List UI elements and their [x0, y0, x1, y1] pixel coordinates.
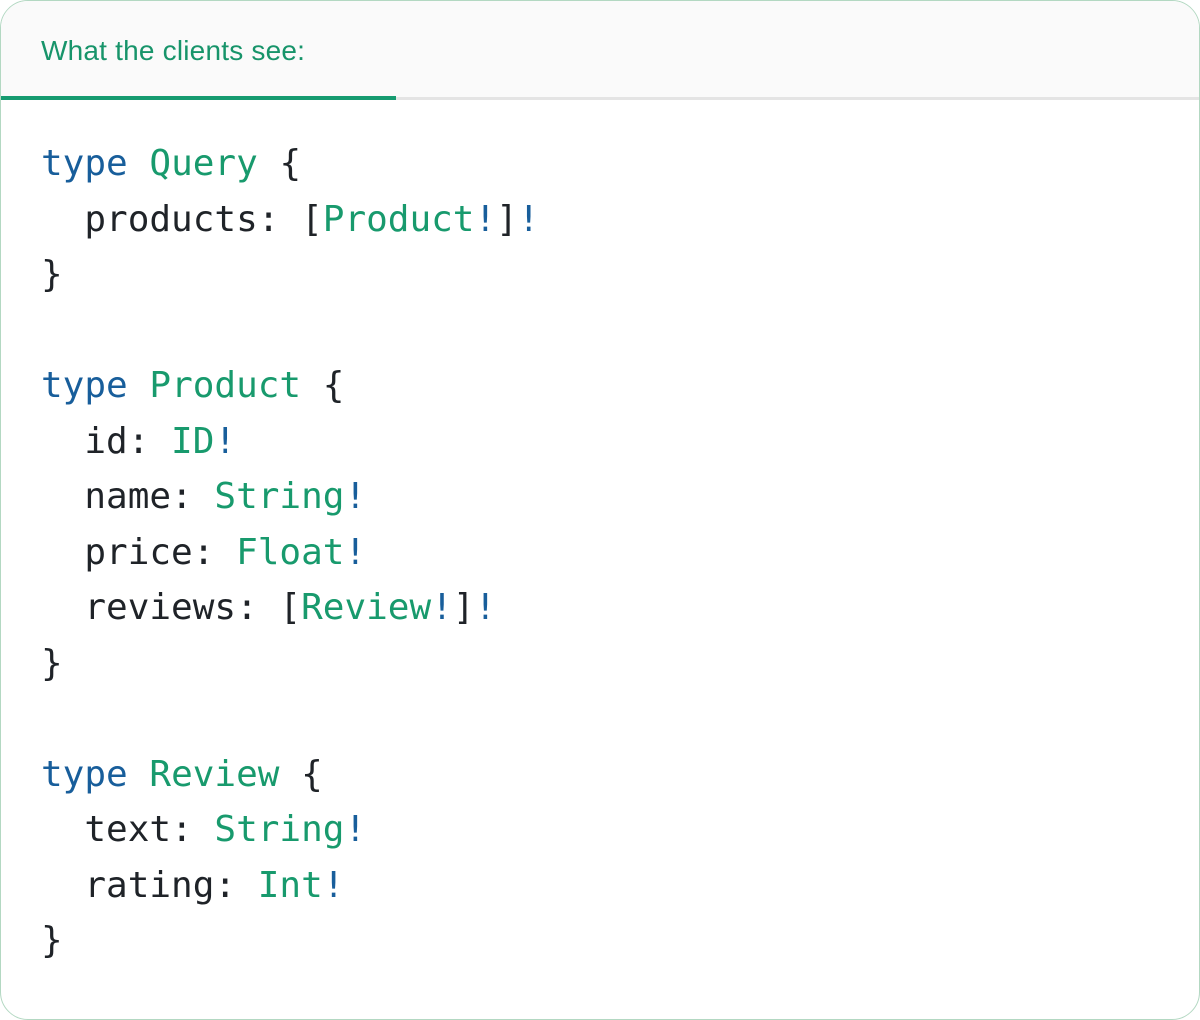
- code-token: name:: [41, 476, 215, 517]
- code-token: Float: [236, 531, 345, 573]
- code-token: price:: [41, 531, 237, 573]
- code-token: type: [41, 753, 128, 795]
- code-line: [41, 691, 1159, 747]
- code-token: !: [474, 198, 497, 240]
- code-line: }: [41, 913, 1159, 969]
- tab-what-clients-see[interactable]: What the clients see:: [41, 35, 306, 66]
- code-token: String: [214, 476, 345, 517]
- code-line: type Review {: [41, 747, 1159, 803]
- code-line: rating: Int!: [41, 858, 1159, 914]
- code-token: Review: [301, 587, 432, 628]
- code-token: text:: [41, 809, 215, 850]
- code-token: !: [322, 864, 345, 906]
- code-line: name: String!: [41, 469, 1159, 525]
- code-token: }: [41, 254, 63, 295]
- code-token: {: [301, 365, 345, 406]
- code-token: type: [41, 143, 128, 184]
- code-token: Review: [149, 753, 280, 795]
- code-token: !: [431, 587, 453, 628]
- code-block: type Query { products: [Product!]!} type…: [1, 100, 1199, 969]
- code-token: String: [214, 809, 345, 850]
- code-line: }: [41, 636, 1159, 692]
- code-token: Product: [322, 198, 475, 240]
- code-token: id:: [41, 420, 172, 462]
- code-token: products: [: [41, 198, 323, 240]
- code-token: }: [41, 642, 63, 684]
- code-token: reviews: [: [41, 587, 302, 628]
- code-line: price: Float!: [41, 525, 1159, 581]
- active-tab-indicator: [1, 96, 396, 100]
- code-token: ID: [171, 420, 215, 462]
- code-line: type Product {: [41, 358, 1159, 414]
- code-token: !: [344, 809, 367, 850]
- code-token: [128, 365, 150, 406]
- code-token: !: [517, 198, 540, 240]
- code-token: {: [279, 753, 323, 795]
- code-token: type: [41, 365, 128, 406]
- code-line: reviews: [Review!]!: [41, 580, 1159, 636]
- code-token: [128, 143, 150, 184]
- code-token: !: [214, 420, 237, 462]
- code-token: !: [474, 587, 497, 628]
- code-token: !: [344, 476, 367, 517]
- code-line: }: [41, 247, 1159, 303]
- code-line: id: ID!: [41, 414, 1159, 470]
- code-token: Product: [149, 365, 302, 406]
- code-line: type Query {: [41, 136, 1159, 192]
- code-token: ]: [452, 587, 475, 628]
- code-token: ]: [496, 198, 518, 240]
- code-token: {: [257, 143, 302, 184]
- code-token: Int: [257, 864, 323, 906]
- tab-bar: What the clients see:: [1, 1, 1199, 100]
- code-line: [41, 303, 1159, 359]
- code-token: !: [344, 531, 367, 573]
- code-line: products: [Product!]!: [41, 192, 1159, 248]
- code-token: rating:: [41, 864, 258, 906]
- code-token: [128, 754, 150, 795]
- code-token: }: [41, 920, 63, 961]
- code-line: text: String!: [41, 802, 1159, 858]
- code-token: Query: [149, 143, 258, 184]
